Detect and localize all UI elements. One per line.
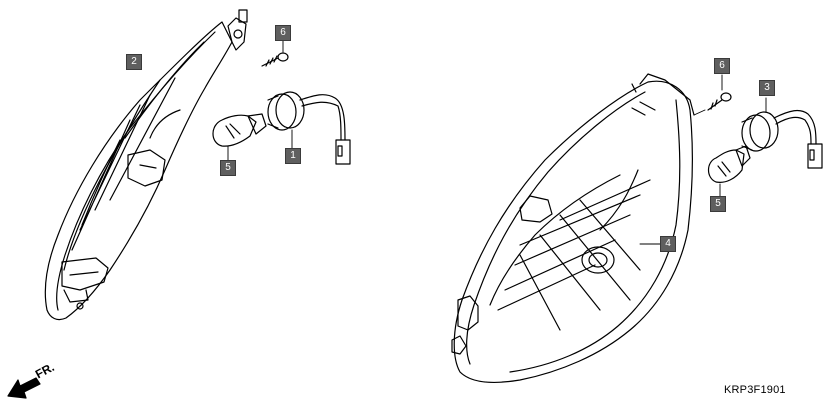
callout-1: 1: [285, 148, 301, 164]
screw-left: [261, 39, 289, 67]
screw-right: [707, 74, 732, 111]
callout-4: 4: [660, 236, 676, 252]
socket-right: [741, 97, 823, 169]
callout-6-right: 6: [714, 58, 730, 74]
bulb-right: [707, 145, 751, 197]
callout-5-left: 5: [220, 160, 236, 176]
front-direction-arrow: [7, 377, 41, 399]
socket-left: [267, 91, 351, 165]
callout-3: 3: [759, 80, 775, 96]
callout-2: 2: [126, 54, 142, 70]
left-lens-housing: [44, 9, 248, 321]
diagram-code: KRP3F1901: [724, 384, 786, 396]
right-lens: [451, 73, 706, 383]
callout-5-right: 5: [710, 196, 726, 212]
callout-6-left: 6: [275, 25, 291, 41]
bulb-left: [212, 113, 267, 161]
